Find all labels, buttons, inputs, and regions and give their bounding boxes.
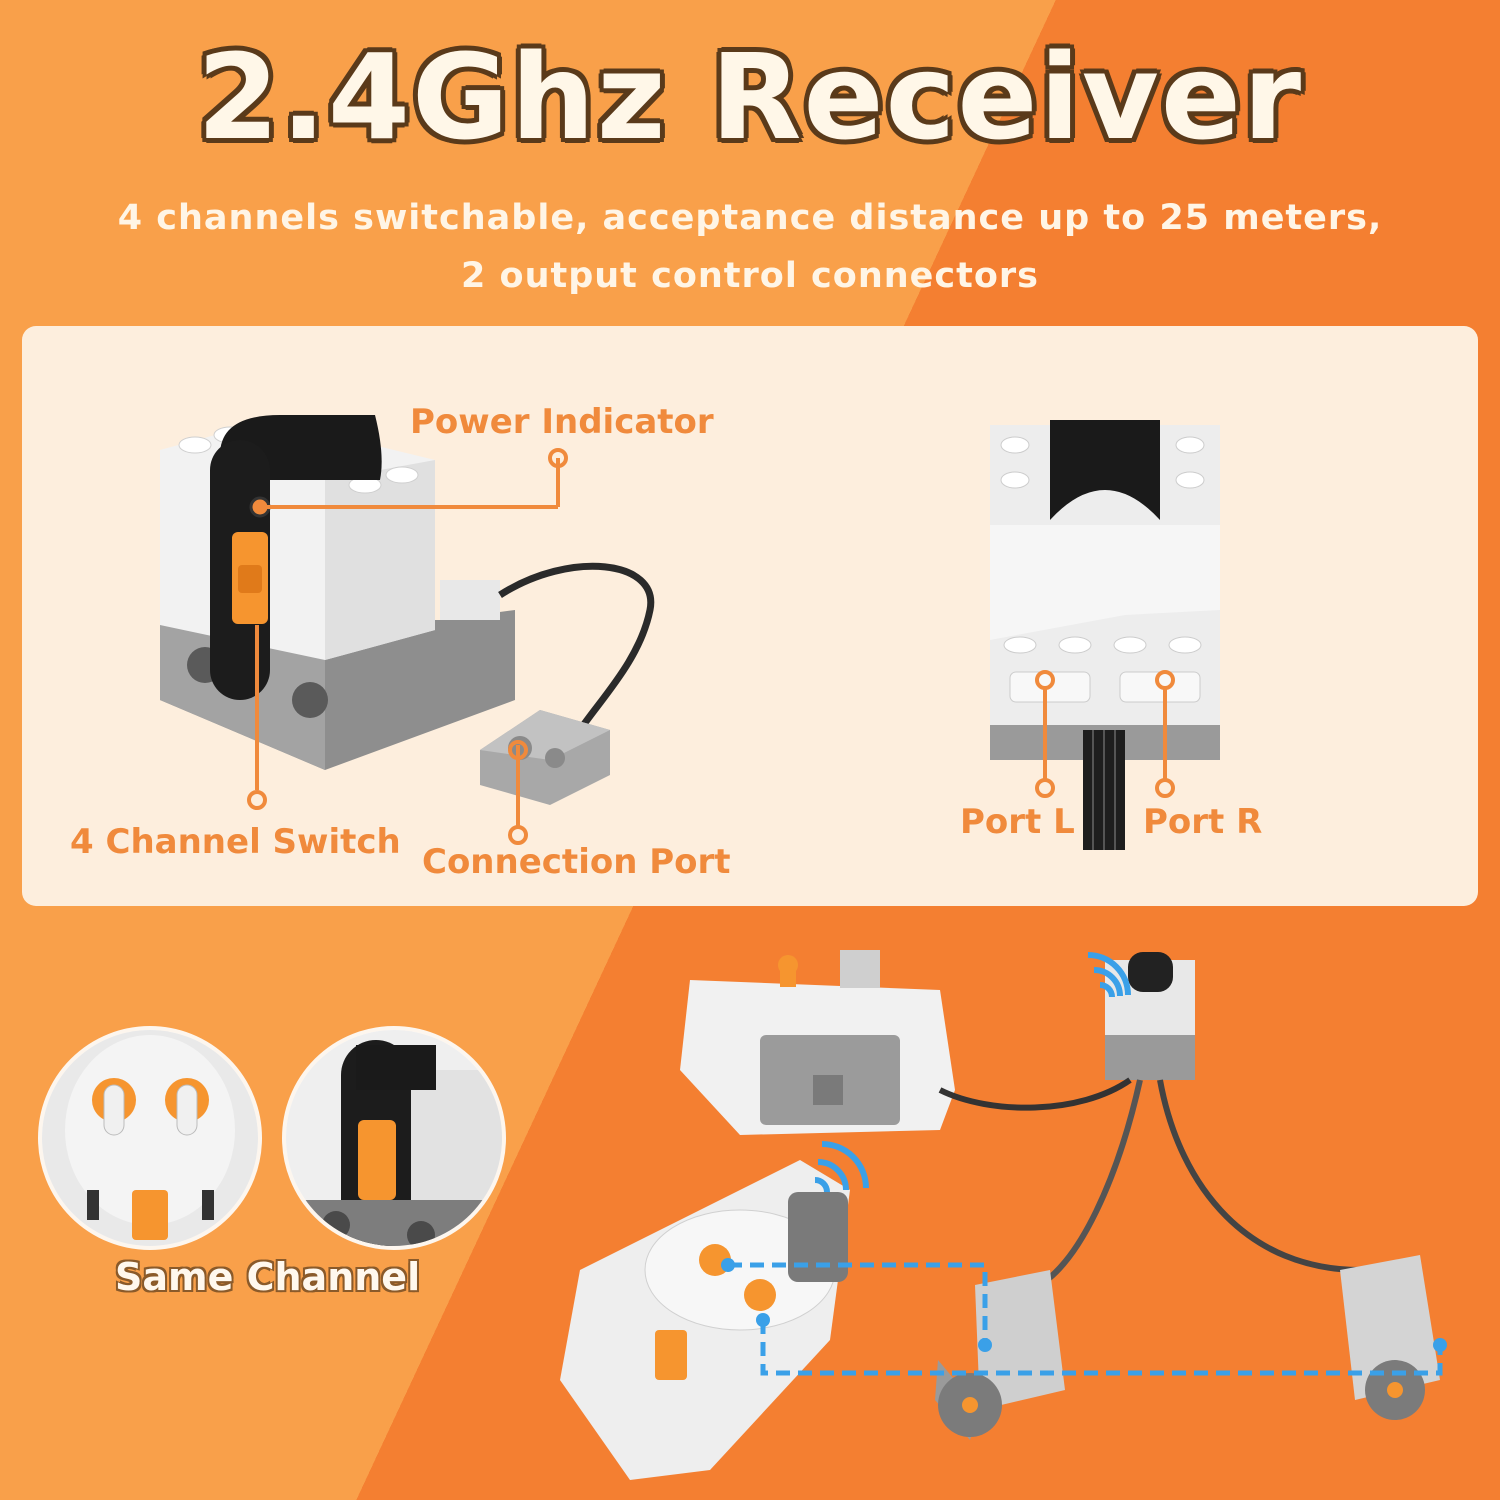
- port-l-label: Port L: [960, 802, 1075, 842]
- motor-image-right: [1340, 1255, 1440, 1420]
- battery-box-image: [680, 950, 955, 1135]
- power-indicator-label: Power Indicator: [410, 402, 714, 442]
- link-left: [728, 1262, 988, 1345]
- channel-switch-label: 4 Channel Switch: [70, 822, 401, 862]
- page-title: 2.4Ghz Receiver: [196, 28, 1304, 166]
- wireless-signal-icon-remote: [814, 1141, 869, 1193]
- wireless-signal-icon: [1087, 952, 1131, 998]
- receiver-module-image: [160, 415, 655, 845]
- subtitle-line-1: 4 channels switchable, acceptance distan…: [117, 198, 1383, 238]
- remote-control-image: [560, 1160, 850, 1480]
- remote-switch-closeup: [38, 1026, 262, 1250]
- receiver-small-image: [1105, 952, 1195, 1080]
- port-r-label: Port R: [1143, 802, 1263, 842]
- subtitle-line-2: 2 output control connectors: [460, 256, 1040, 296]
- same-channel-label: Same Channel: [115, 1255, 421, 1299]
- receiver-switch-closeup: [282, 1026, 506, 1250]
- motor-image-left: [935, 1270, 1065, 1440]
- connection-port-label: Connection Port: [422, 842, 731, 882]
- link-right: [760, 1320, 1443, 1376]
- receiver-rear-image: [990, 420, 1220, 850]
- system-diagram: [560, 950, 1447, 1480]
